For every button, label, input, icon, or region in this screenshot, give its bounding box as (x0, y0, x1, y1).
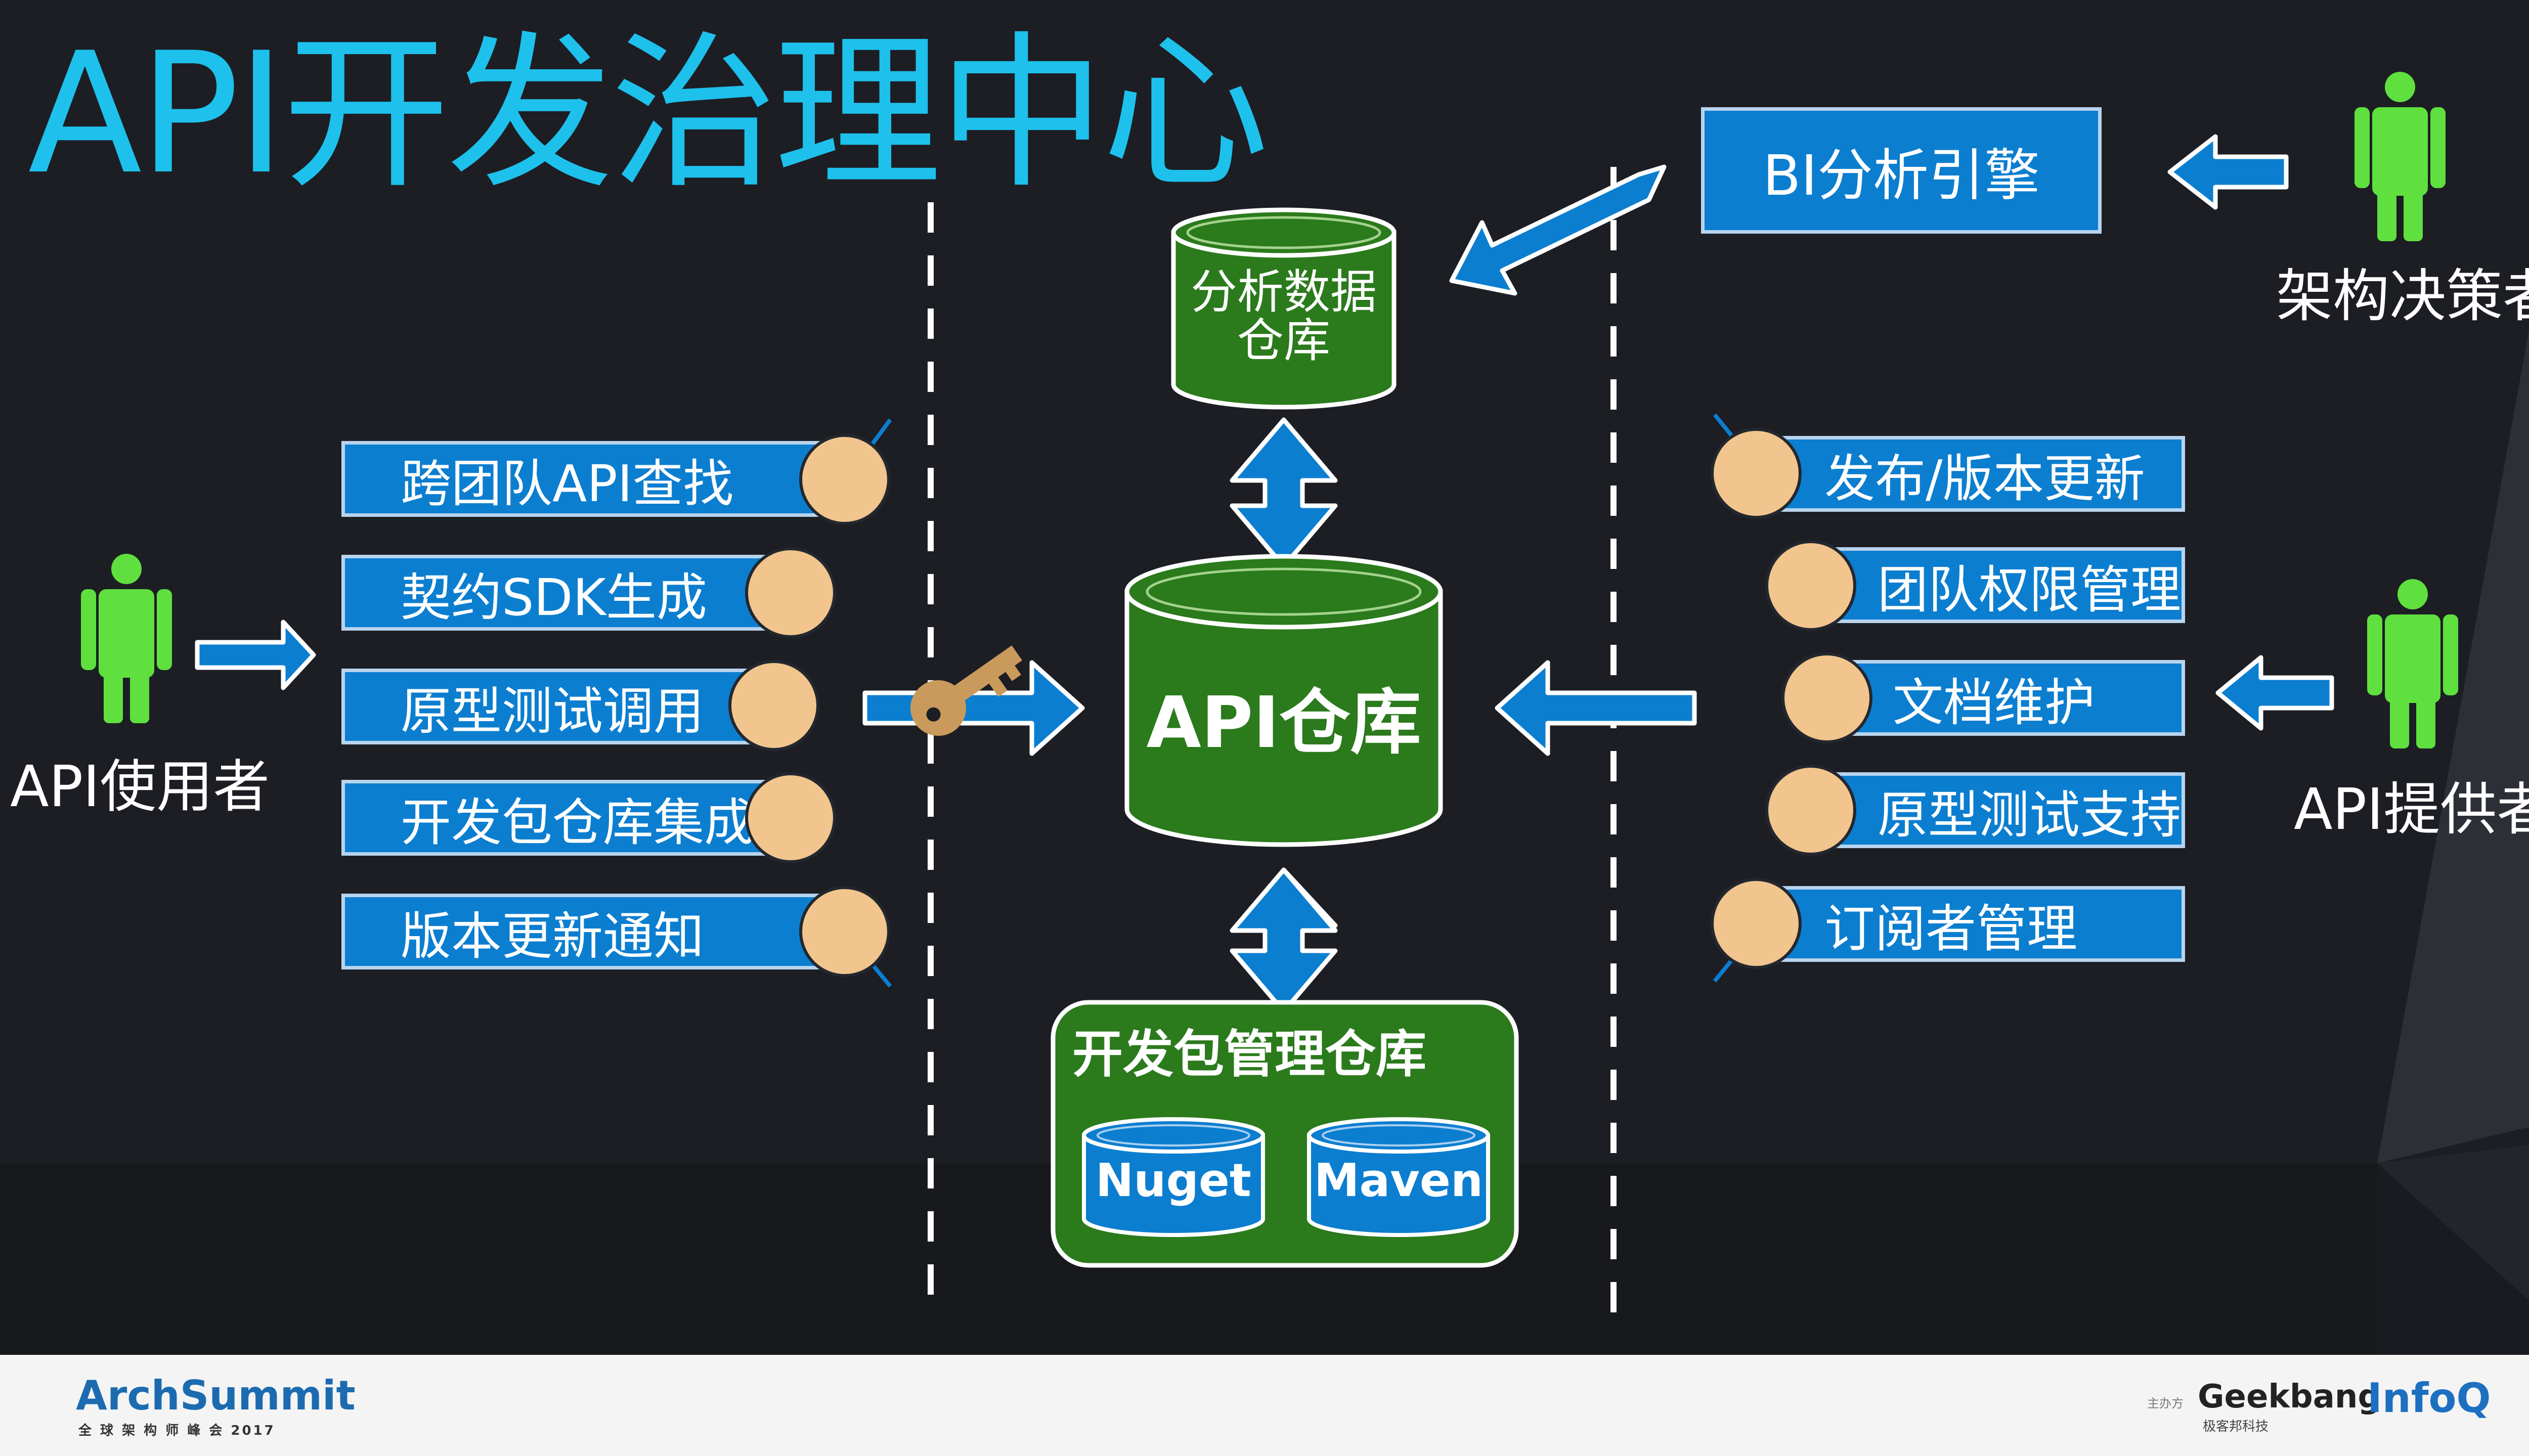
page-title: API开发治理中心 (28, 17, 1269, 211)
provider-feature-subscribers[interactable]: 订阅者管理 (1755, 886, 2185, 962)
package-repo-title: 开发包管理仓库 (1072, 1025, 1426, 1084)
provider-feature-prototype-support[interactable]: 原型测试支持 (1806, 772, 2185, 848)
provider-feature-node (1765, 765, 1856, 856)
archsummit-subtitle: 全 球 架 构 师 峰 会 2017 (78, 1423, 276, 1438)
arrow-from-provider (1495, 660, 1697, 756)
provider-feature-publish[interactable]: 发布/版本更新 (1755, 436, 2185, 512)
archsummit-logo-text: ArchSummit (76, 1372, 356, 1419)
key-icon (910, 645, 1022, 736)
user-feature-node (745, 772, 836, 863)
provider-feature-node (1711, 428, 1802, 519)
provider-feature-node (1781, 652, 1872, 743)
decider-actor-label: 架构决策者 (2276, 263, 2529, 329)
user-person-icon (81, 554, 172, 723)
user-feature-node (799, 886, 890, 977)
provider-person-icon (2367, 579, 2458, 748)
warehouse-label-line1: 分析数据 (1190, 265, 1377, 319)
provider-feature-node (1711, 878, 1802, 969)
user-feature-update-notice[interactable]: 版本更新通知 (341, 894, 847, 969)
decider-person-icon (2354, 72, 2446, 241)
host-label: 主办方 (2147, 1396, 2184, 1410)
user-actor-label: API使用者 (10, 754, 270, 820)
user-feature-node (745, 547, 836, 638)
maven-cylinder (1307, 1117, 1490, 1237)
arrow-user-to-features (195, 620, 316, 690)
analysis-warehouse-cylinder (1171, 207, 1397, 410)
user-feature-sdk-gen[interactable]: 契约SDK生成 (341, 555, 797, 631)
api-repo-label: API仓库 (1146, 682, 1421, 764)
infoq-logo: InfoQ (2367, 1375, 2491, 1422)
arrow-decider-to-bi (2167, 134, 2289, 210)
api-repo-cylinder (1124, 554, 1443, 847)
user-feature-node (728, 660, 819, 751)
bi-engine-box[interactable]: BI分析引擎 (1701, 107, 2102, 234)
provider-feature-permissions[interactable]: 团队权限管理 (1806, 547, 2185, 623)
analysis-warehouse-label: 分析数据 仓库 (1183, 268, 1385, 365)
maven-label: Maven (1314, 1154, 1484, 1207)
arrow-to-api-repo (862, 660, 1085, 756)
provider-feature-node (1765, 540, 1856, 631)
user-feature-api-search[interactable]: 跨团队API查找 (341, 441, 847, 517)
provider-feature-docs[interactable]: 文档维护 (1821, 660, 2185, 736)
nuget-label: Nuget (1096, 1154, 1251, 1207)
arrow-provider-to-features (2215, 655, 2334, 731)
user-feature-package-integration[interactable]: 开发包仓库集成 (341, 780, 797, 856)
user-feature-node (799, 434, 890, 525)
arrow-bi-to-warehouse (1449, 164, 1667, 296)
nuget-cylinder (1082, 1117, 1265, 1237)
user-feature-prototype-call[interactable]: 原型测试调用 (341, 669, 776, 744)
geekbang-logo: Geekbang (2198, 1378, 2381, 1416)
geekbang-subtitle: 极客邦科技 (2203, 1419, 2269, 1434)
provider-actor-label: API提供者 (2294, 777, 2529, 843)
warehouse-label-line2: 仓库 (1237, 314, 1330, 368)
archsummit-logo: ArchSummit (76, 1376, 356, 1416)
